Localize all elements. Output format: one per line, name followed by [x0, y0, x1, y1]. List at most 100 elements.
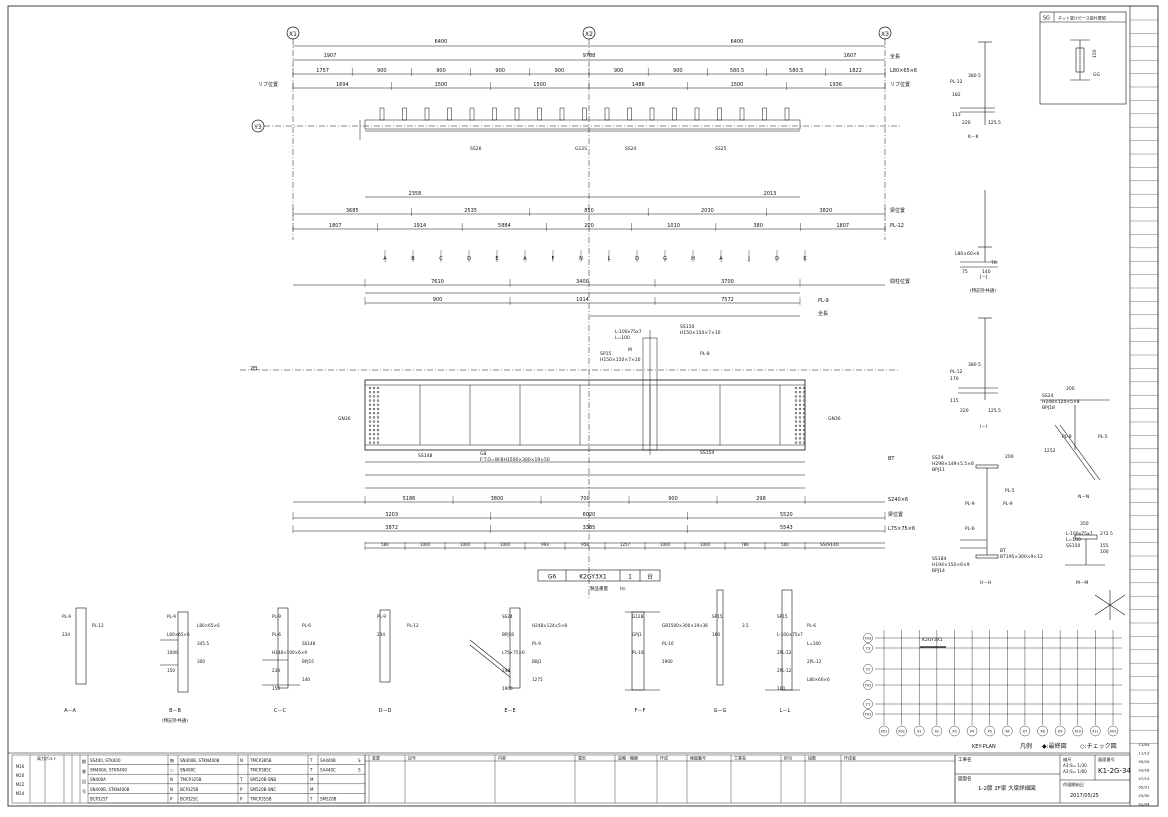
material-cell-1-2: SN490C	[180, 768, 196, 773]
key-plan-row-3: Y02	[865, 684, 872, 688]
revision-header-2: 内容	[498, 755, 506, 761]
mm-callout-5: 155	[1100, 543, 1109, 549]
section-ii-dim-2: 125.5	[988, 408, 1001, 414]
hh-callout-8: BPJ14	[932, 568, 945, 574]
material-side-2: 記	[82, 778, 86, 784]
dim-row3-1: 900	[377, 68, 387, 74]
bottom-section-5-text-3: PL-16	[662, 641, 674, 646]
bottom-section-label-0: A－A	[64, 708, 76, 714]
dim-row6-1: 2535	[464, 208, 477, 214]
material-cell-2-5: M	[310, 777, 314, 782]
sg-dim2: GG	[1093, 72, 1100, 78]
dim-row2-right: 1607	[844, 53, 857, 59]
dim-row4-label: リブ位置	[890, 81, 910, 88]
section-hh-label: H－H	[980, 580, 991, 586]
material-cell-0-1: 無	[170, 757, 174, 763]
material-cell-2-4: SM520B-SNB	[250, 777, 276, 782]
section-cut-9: D	[635, 256, 639, 262]
dim-row8-1: 3400	[576, 279, 589, 285]
material-cell-0-0: SS400, STK400	[90, 758, 121, 763]
revision-header-10: 作成者	[844, 755, 856, 761]
bottom-section-label-3: D－D	[379, 708, 392, 714]
bottom-section-2-text-5: BPJ15	[302, 659, 314, 664]
dim-row17-7: 1000	[660, 542, 671, 547]
hh-callout-6: SS184	[932, 556, 946, 562]
bottom-section-1-text-3: 345.5	[197, 641, 209, 646]
dim-row17-2: 1000	[460, 542, 471, 547]
bottom-section-3-text-2: 234	[377, 632, 385, 637]
section-kk-dim-1: 220	[962, 120, 971, 126]
revision-header-7: 工事長	[734, 755, 746, 761]
hh-callout-5: PL-6	[965, 526, 975, 532]
callout-11: SS154	[700, 450, 714, 456]
callout-14: SS26	[470, 146, 482, 152]
bottom-section-6-text-0: SP15	[712, 614, 723, 619]
bottom-section-7-text-3: L=100	[807, 641, 821, 646]
dim-x2-x3: 6400	[731, 39, 744, 45]
hh-callout-0: SS29	[932, 455, 944, 461]
callout-1: L=100	[615, 335, 630, 341]
mm-callout-0: 350	[1080, 521, 1089, 527]
callout-7: M	[628, 347, 632, 353]
hh-callout-9: BT	[1000, 548, 1006, 554]
dim-row3-7: 580.5	[730, 68, 744, 74]
dim-x1-x2: 6400	[435, 39, 448, 45]
section-cut-4: E	[495, 256, 498, 262]
bottom-section-2-text-0: PL-9	[272, 614, 281, 619]
hh-callout-10: BT195×300×9×12	[1000, 554, 1043, 560]
bottom-section-7-text-8: 100	[777, 686, 785, 691]
material-cell-2-3: T	[239, 777, 243, 782]
margin-date-6: 03/30	[1139, 793, 1151, 798]
bottom-section-7-text-1: PL-6	[807, 623, 816, 628]
bottom-section-4-text-7: 1275	[532, 677, 543, 682]
section-kk-dim-2: 125.5	[988, 120, 1001, 126]
dim-row14-0: 5186	[403, 496, 416, 502]
callout-16: SS24	[625, 146, 637, 152]
bottom-section-5-text-1: GB1500×300×19×36	[662, 623, 708, 628]
section-jj-dim-2: 140	[982, 269, 991, 275]
material-cell-4-0: BCP325T	[90, 796, 109, 801]
callout-9: F:T.O=W:BH1500×300×19×50	[480, 457, 550, 463]
callout-6: PL-8	[700, 351, 710, 357]
callout-3: H150×150×7×10	[680, 330, 721, 336]
dim-row6-2: 850	[584, 208, 594, 214]
callout-10: SS148	[418, 453, 432, 459]
material-cell-3-1: N	[170, 787, 173, 792]
material-cell-3-4: SM520B-SNC	[250, 787, 276, 792]
dim-row4-4: 1500	[731, 82, 744, 88]
title-drawing-name: 1-2節 2F梁 大梁詳細図	[978, 784, 1036, 792]
nn-callout-6: 1252	[1044, 448, 1056, 454]
dim-row3-label: L80×65×6	[890, 68, 917, 74]
title-scale-label: 縮尺	[1063, 756, 1071, 763]
section-kk-dim-0: 380.5	[968, 73, 981, 79]
margin-date-4: 07/14	[1139, 776, 1151, 781]
section-cut-5: A	[523, 256, 527, 262]
section-cut-10: G	[663, 256, 667, 262]
dim-row7-1: 1914	[413, 223, 426, 229]
section-cut-6: F	[552, 256, 555, 262]
key-plan-row-0: Y03	[865, 637, 872, 641]
section-kk-dim-4: 182	[952, 92, 961, 98]
mm-callout-1: L-100x75x7	[1066, 531, 1093, 537]
fl-label: 2FL	[250, 366, 259, 372]
material-cell-0-5: T	[309, 758, 313, 763]
bottom-section-2-text-4: H148×100×6×9	[272, 650, 307, 655]
revision-header-4: 設備・機器	[618, 755, 638, 761]
bolt-row-2: M22	[16, 782, 25, 787]
key-plan-row-5: Y01	[865, 713, 872, 717]
mm-callout-3: SS150	[1066, 543, 1080, 549]
section-ii-dim-3: 115	[950, 398, 959, 404]
dim-row7-4: 1010	[667, 223, 680, 229]
revision-header-8: 担当	[784, 755, 792, 761]
callout-13: GN36	[828, 416, 841, 422]
bolt-row-0: M16	[16, 764, 25, 769]
material-cell-1-1: ○	[170, 768, 174, 773]
dim-row15-label: 梁位置	[888, 511, 903, 518]
callout-2: SS150	[680, 324, 694, 330]
section-kk-dim-3: 113	[952, 112, 961, 118]
dim-row7-6: 1807	[836, 223, 849, 229]
bottom-section-details	[75, 589, 800, 693]
sg-dim: 150	[1092, 49, 1098, 58]
callout-17: SS25	[715, 146, 727, 152]
